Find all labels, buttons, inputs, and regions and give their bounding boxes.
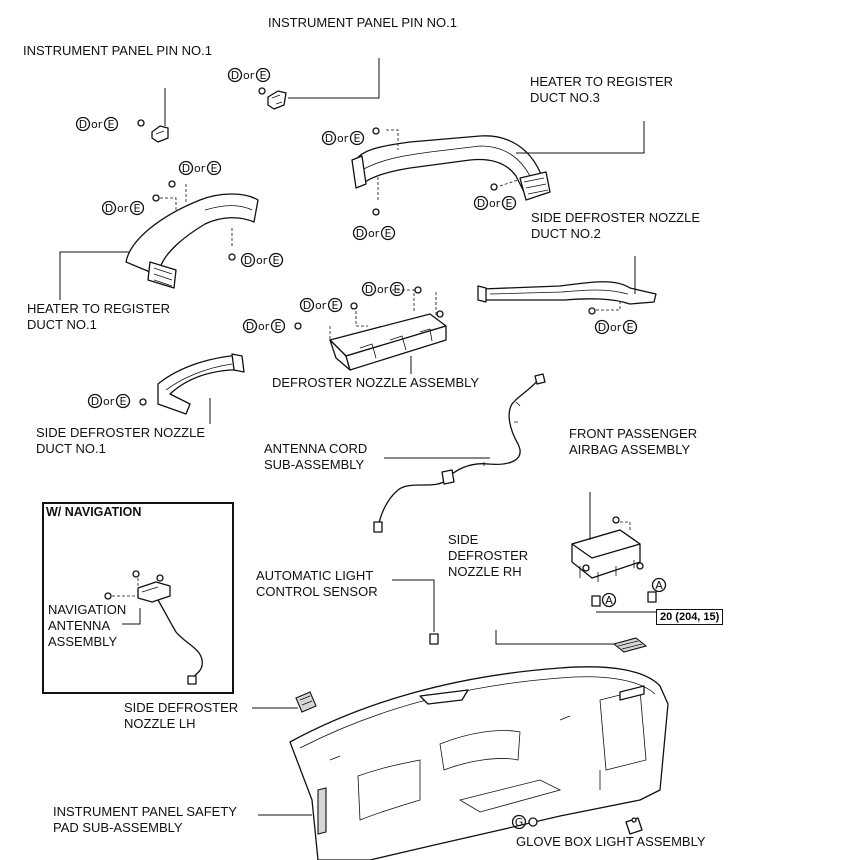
svg-text:E: E [506, 197, 513, 210]
svg-text:D: D [79, 118, 87, 131]
label-side-defroster-nozzle-rh: SIDE DEFROSTER NOZZLE RH [448, 532, 529, 579]
svg-text:or: or [337, 132, 349, 145]
svg-text:E: E [394, 283, 401, 296]
label-automatic-light-sensor: AUTOMATIC LIGHT CONTROL SENSOR [256, 568, 378, 599]
label-with-navigation: W/ NAVIGATION [46, 505, 142, 519]
torque-spec-badge: 20 (204, 15) [656, 609, 724, 625]
svg-text:or: or [91, 118, 103, 131]
svg-text:D: D [356, 227, 364, 240]
side-defroster-duct-no2 [477, 256, 657, 315]
label-antenna-cord: ANTENNA CORD SUB-ASSEMBLY [264, 441, 368, 472]
svg-text:E: E [134, 202, 141, 215]
svg-text:D: D [91, 395, 99, 408]
svg-text:E: E [120, 395, 127, 408]
svg-text:or: or [194, 162, 206, 175]
svg-text:or: or [368, 227, 380, 240]
fastener-code-a: A [601, 592, 617, 608]
front-passenger-airbag [571, 492, 657, 613]
svg-text:E: E [260, 69, 267, 82]
svg-text:D: D [477, 197, 485, 210]
svg-text:or: or [377, 283, 389, 296]
navigation-antenna-assembly [104, 570, 203, 685]
svg-text:D: D [105, 202, 113, 215]
instrument-panel-pin-left [137, 88, 169, 143]
antenna-cord [373, 373, 546, 533]
label-front-passenger-airbag: FRONT PASSENGER AIRBAG ASSEMBLY [569, 426, 698, 457]
svg-text:A: A [605, 594, 613, 607]
svg-text:A: A [655, 579, 663, 592]
svg-text:or: or [489, 197, 501, 210]
label-heater-duct-no3: HEATER TO REGISTER DUCT NO.3 [530, 74, 674, 105]
svg-text:or: or [610, 321, 622, 334]
svg-text:or: or [103, 395, 115, 408]
svg-text:E: E [275, 320, 282, 333]
label-glove-box-light: GLOVE BOX LIGHT ASSEMBLY [516, 834, 706, 849]
label-heater-duct-no1: HEATER TO REGISTER DUCT NO.1 [27, 301, 171, 332]
svg-text:or: or [243, 69, 255, 82]
svg-text:E: E [273, 254, 280, 267]
svg-text:D: D [182, 162, 190, 175]
svg-text:E: E [211, 162, 218, 175]
glove-box-light-assembly [625, 817, 643, 835]
label-side-defroster-nozzle-lh: SIDE DEFROSTER NOZZLE LH [124, 700, 239, 731]
svg-text:D: D [303, 299, 311, 312]
svg-text:D: D [244, 254, 252, 267]
svg-text:or: or [315, 299, 327, 312]
label-instrument-panel-pin-top: INSTRUMENT PANEL PIN NO.1 [268, 15, 458, 30]
label-instrument-panel-pin-left: INSTRUMENT PANEL PIN NO.1 [23, 43, 213, 58]
side-defroster-duct-no1 [139, 353, 245, 424]
label-side-defroster-duct-no2: SIDE DEFROSTER NOZZLE DUCT NO.2 [531, 210, 701, 241]
heater-register-duct-no3 [351, 121, 645, 216]
svg-text:D: D [598, 321, 606, 334]
svg-text:or: or [258, 320, 270, 333]
svg-text:or: or [256, 254, 268, 267]
label-navigation-antenna: NAVIGATION ANTENNA ASSEMBLY [48, 602, 127, 649]
fastener-code-g: G [511, 814, 538, 830]
svg-text:G: G [515, 816, 524, 829]
heater-register-duct-no1 [59, 180, 259, 300]
side-defroster-nozzle-rh [495, 630, 648, 653]
instrument-panel-pin-top [258, 58, 380, 110]
label-safety-pad: INSTRUMENT PANEL SAFETY PAD SUB-ASSEMBLY [53, 804, 237, 835]
instrument-panel-safety-pad [258, 666, 669, 860]
svg-text:D: D [246, 320, 254, 333]
navigation-inset-box [42, 502, 234, 694]
side-defroster-nozzle-lh [252, 691, 317, 713]
label-side-defroster-duct-no1: SIDE DEFROSTER NOZZLE DUCT NO.1 [36, 425, 206, 456]
svg-text:D: D [231, 69, 239, 82]
svg-text:D: D [325, 132, 333, 145]
svg-text:D: D [365, 283, 373, 296]
svg-text:E: E [332, 299, 339, 312]
svg-text:E: E [627, 321, 634, 334]
svg-text:E: E [108, 118, 115, 131]
defroster-nozzle-assembly [294, 286, 447, 374]
fastener-code-a: A [651, 577, 667, 593]
svg-text:or: or [117, 202, 129, 215]
svg-text:E: E [385, 227, 392, 240]
label-defroster-nozzle-assembly: DEFROSTER NOZZLE ASSEMBLY [272, 375, 480, 390]
automatic-light-sensor [392, 579, 439, 645]
svg-text:E: E [354, 132, 361, 145]
